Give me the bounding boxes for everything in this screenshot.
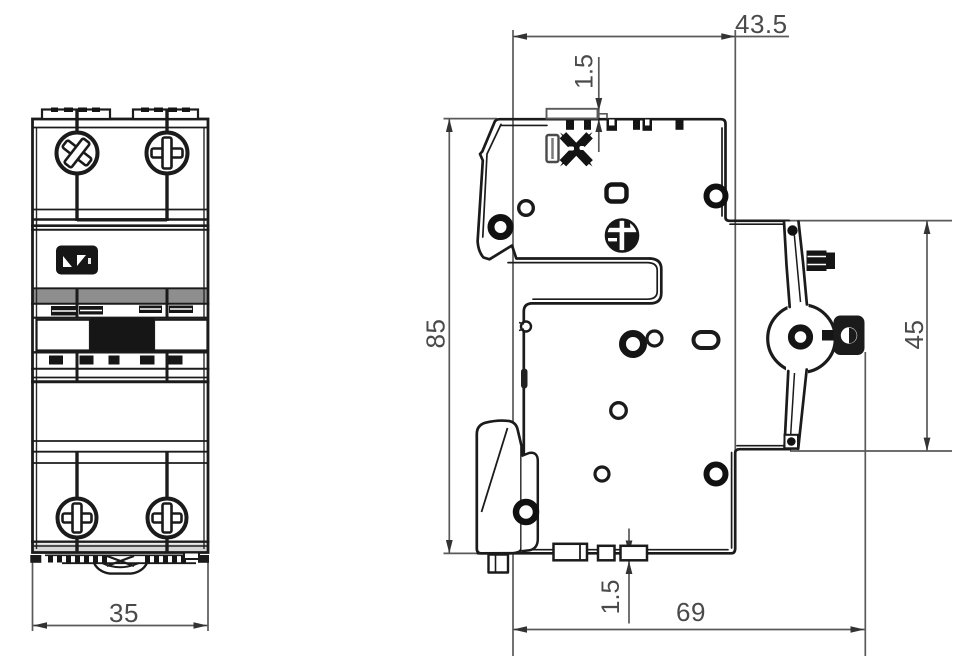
- svg-text:69: 69: [676, 597, 706, 627]
- svg-text:43.5: 43.5: [735, 9, 788, 39]
- svg-text:85: 85: [421, 319, 451, 349]
- svg-text:45: 45: [899, 320, 929, 350]
- svg-text:1.5: 1.5: [571, 54, 599, 89]
- svg-text:1.5: 1.5: [597, 580, 625, 615]
- svg-text:35: 35: [109, 598, 139, 628]
